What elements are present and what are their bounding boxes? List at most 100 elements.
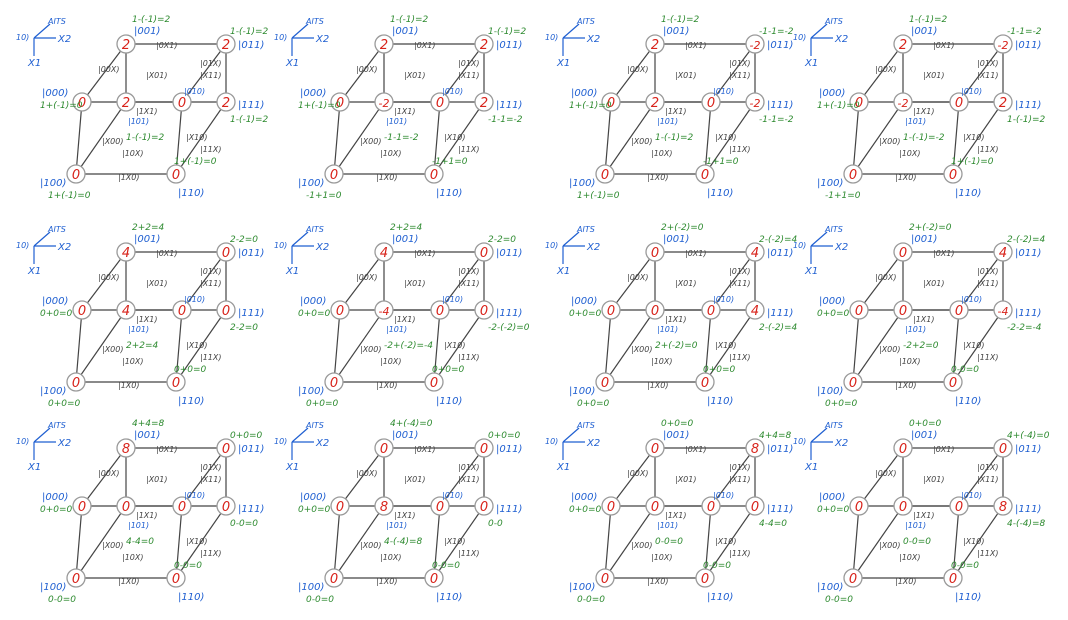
equation: 0-0=0 (951, 561, 979, 571)
node-000 (849, 92, 869, 112)
equation: 4-4=0 (759, 519, 787, 529)
node-value-100: 0 (330, 376, 338, 391)
node-value-001: 0 (651, 246, 659, 261)
node-110 (166, 568, 186, 588)
node-value-101: -2 (379, 97, 390, 110)
ket-101: |101) (128, 325, 149, 334)
edge-label: |00X) (875, 65, 896, 74)
edge-label: |1X1) (665, 315, 686, 324)
edge-label: |01X) (977, 267, 998, 276)
node-100 (66, 568, 86, 588)
node-value-011: 0 (999, 442, 1007, 457)
node-value-101: 4 (122, 304, 130, 319)
ket-001: |001) (663, 26, 689, 37)
cube-edge (610, 251, 656, 311)
equation: 2+2=4 (126, 341, 159, 351)
equation: 1-(-1)=2 (132, 15, 171, 25)
node-value-101: 0 (651, 500, 659, 515)
equation: -1+1=0 (825, 191, 861, 201)
cube-edge (610, 447, 656, 507)
node-value-001: 4 (122, 246, 130, 261)
cube-edge (433, 505, 485, 579)
cube-edge (704, 505, 756, 579)
node-000 (849, 496, 869, 516)
edge-label: |0X1) (685, 445, 706, 454)
edge-label: |0X1) (933, 445, 954, 454)
edge-label: |X11) (977, 71, 998, 80)
node-value-000: 0 (855, 500, 863, 515)
edge-label: |00X) (627, 469, 648, 478)
edge-label: |X01) (923, 279, 944, 288)
edge-label: |0X1) (156, 41, 177, 50)
edge-label: |11X) (977, 353, 998, 362)
edge-label: |01X) (977, 59, 998, 68)
axis-origin-label: 10) (793, 33, 806, 42)
edge-label: |01X) (200, 59, 221, 68)
ket-101: |101) (657, 325, 678, 334)
edge-label: |0X1) (933, 41, 954, 50)
ket-111: |111) (767, 504, 793, 515)
ket-010: |010) (961, 295, 982, 304)
axis-x1-label: X1 (285, 462, 299, 473)
node-value-111: 8 (999, 500, 1007, 515)
equation: 4+4=8 (132, 419, 165, 429)
equation: 1+(-1)=0 (951, 157, 994, 167)
cube-edge (175, 505, 183, 579)
equation: -2-2=-4 (1007, 323, 1042, 333)
equation: 0-0=0 (655, 537, 683, 547)
ket-011: |011) (767, 40, 793, 51)
node-value-100: 0 (849, 572, 857, 587)
edge-label: |00X) (98, 273, 119, 282)
axis-pts-label: AITS (824, 421, 843, 430)
axis-x2-label: X2 (57, 242, 71, 253)
edge-label: |01X) (458, 463, 479, 472)
equation: 1-(-1)=2 (488, 27, 527, 37)
equation: 0+0=0 (432, 365, 465, 375)
ket-111: |111) (767, 308, 793, 319)
edge-label: |11X) (200, 549, 221, 558)
node-110 (943, 164, 963, 184)
equation: 0+0=0 (569, 309, 602, 319)
node-100 (66, 372, 86, 392)
cube-edge (433, 505, 441, 579)
cube-edge (333, 309, 385, 383)
equation: 0+0=0 (306, 399, 339, 409)
node-value-011: 0 (222, 246, 230, 261)
node-101 (374, 92, 394, 112)
node-value-101: 0 (122, 500, 130, 515)
node-value-110: 0 (701, 168, 709, 183)
node-110 (424, 372, 444, 392)
equation: 0-0=0 (577, 595, 605, 605)
node-010 (949, 92, 969, 112)
ket-101: |101) (386, 325, 407, 334)
edge-label: |X11) (458, 279, 479, 288)
node-000 (601, 92, 621, 112)
equation: 0-0=0 (432, 561, 460, 571)
node-value-001: 2 (899, 38, 907, 53)
equation: 0+0=0 (909, 419, 942, 429)
edge-label: |X01) (146, 71, 167, 80)
equation: 2-(-2)=4 (759, 323, 798, 333)
edge-label: |X00) (360, 345, 381, 354)
edge-label: |X10) (444, 537, 465, 546)
ket-101: |101) (657, 521, 678, 530)
axis-x2-label: X2 (834, 242, 848, 253)
edge-label: |00X) (356, 273, 377, 282)
equation: 0+0=0 (488, 431, 521, 441)
cube-r1c3: |0X1)|X01)|X11)|00X)|01X)|X00)|10X)|1X1)… (545, 15, 794, 201)
node-value-000: 0 (78, 304, 86, 319)
cube-edge (852, 309, 904, 383)
edge-label: |00X) (98, 65, 119, 74)
ket-111: |111) (1015, 100, 1041, 111)
node-010 (701, 300, 721, 320)
ket-001: |001) (134, 26, 160, 37)
ket-011: |011) (496, 248, 522, 259)
cube-edge (339, 251, 385, 311)
ket-101: |101) (128, 117, 149, 126)
node-value-000: 0 (607, 96, 615, 111)
node-100 (843, 372, 863, 392)
node-101 (374, 496, 394, 516)
edge-label: |00X) (356, 65, 377, 74)
node-value-111: 4 (751, 304, 759, 319)
node-value-000: 0 (607, 304, 615, 319)
